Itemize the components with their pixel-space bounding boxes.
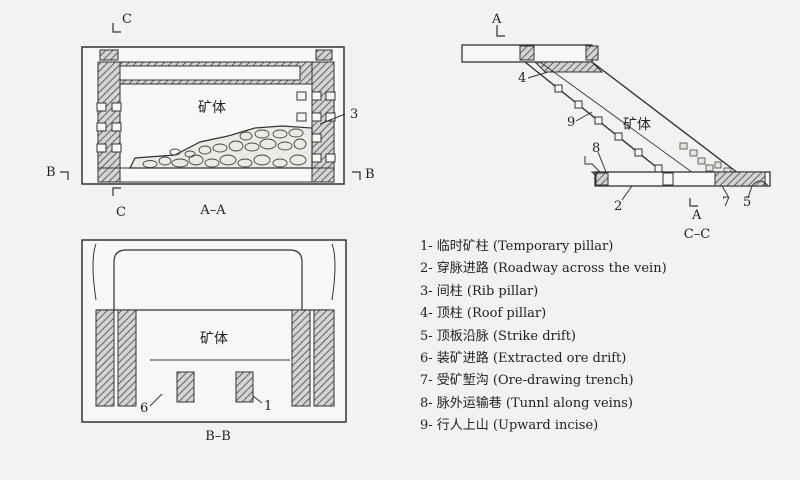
- cc-raise-steps: [584, 156, 602, 181]
- section-aa: 矿体 3 C C B B A–A: [46, 12, 375, 220]
- bb-callout-1-line: [252, 395, 263, 404]
- aa-cut-mark-bottom: [112, 187, 121, 196]
- cc-cut-label-top: A: [491, 12, 502, 27]
- cc-callout-8: 8: [592, 141, 600, 156]
- bb-callout-6: 6: [140, 401, 148, 416]
- cc-callout-2: 2: [614, 199, 622, 214]
- cc-title: C–C: [684, 227, 710, 242]
- bb-temp-pillar-right: [235, 371, 254, 403]
- cc-callout-5: 5: [743, 195, 751, 210]
- bb-ore-label: 矿体: [200, 331, 228, 347]
- section-bb: 矿体 6 1 B–B: [81, 239, 347, 444]
- cc-raise-openings: [554, 84, 663, 173]
- aa-title: A–A: [199, 203, 226, 218]
- aa-cut-label-left: B: [46, 165, 56, 180]
- aa-top-left-marker: [99, 49, 119, 61]
- bb-callout-6-line: [149, 393, 163, 407]
- section-cc: 矿体 A A 4 9 8 2 7 5 C–C: [461, 12, 771, 242]
- cc-cut-mark-bottom: [689, 198, 698, 207]
- aa-broken-ore-pile: [129, 125, 313, 169]
- legend-item-9: 9- 行人上山 (Upward incise): [420, 418, 599, 434]
- cc-bottom-pillar: [714, 171, 766, 187]
- cc-roof-pillar: [533, 61, 604, 73]
- cc-callout-9: 9: [567, 115, 575, 130]
- bb-right-curve: [331, 243, 336, 301]
- legend-item-1: 1- 临时矿柱 (Temporary pillar): [420, 239, 614, 254]
- legend-item-5: 5- 顶板沿脉 (Strike drift): [420, 328, 577, 344]
- aa-cut-label-right: B: [365, 167, 375, 182]
- cc-strike-drift-arc: [751, 180, 769, 187]
- cc-callout-lines: [527, 71, 753, 201]
- legend-item-2: 2- 穿脉进路 (Roadway across the vein): [420, 261, 667, 277]
- aa-right-rib-pillar: [311, 61, 335, 183]
- legend-item-6: 6- 装矿进路 (Extracted ore drift): [420, 351, 627, 367]
- bb-callout-1: 1: [264, 399, 272, 414]
- aa-cut-mark-right: [352, 171, 361, 180]
- aa-callout-3-line: [319, 113, 346, 125]
- legend-item-8: 8- 脉外运输巷 (Tunnl along veins): [420, 395, 633, 411]
- cc-bottom-mid-marker: [662, 172, 674, 186]
- cc-callout-7: 7: [722, 195, 730, 210]
- aa-left-raise-openings: [96, 102, 122, 153]
- cc-top-marker-right: [585, 45, 599, 61]
- aa-callout-3: 3: [350, 107, 358, 122]
- aa-cut-label-top: C: [122, 12, 132, 27]
- aa-roof-inner: [119, 65, 301, 81]
- cc-trench-ore: [679, 142, 732, 175]
- aa-ore-fragments: [142, 128, 307, 168]
- cc-cut-mark-top: [496, 25, 505, 37]
- cc-top-marker-left: [519, 45, 535, 61]
- bb-ore-outline: [113, 249, 303, 310]
- legend-item-7: 7- 受矿堑沟 (Ore-drawing trench): [420, 373, 634, 389]
- cc-ore-label: 矿体: [623, 117, 651, 133]
- legend: 1- 临时矿柱 (Temporary pillar) 2- 穿脉进路 (Road…: [420, 236, 790, 438]
- cc-bottom-left-marker: [595, 172, 609, 186]
- legend-item-4: 4- 顶柱 (Roof pillar): [420, 306, 547, 322]
- aa-cut-mark-left: [60, 171, 69, 180]
- bb-left-pillar-inner: [117, 309, 137, 407]
- cc-inner-line: [539, 61, 701, 179]
- cc-hangingwall-line: [591, 61, 756, 187]
- bb-left-curve: [92, 243, 97, 301]
- aa-left-rib-pillar: [97, 61, 121, 183]
- legend-item-3: 3- 间柱 (Rib pillar): [420, 283, 539, 299]
- aa-top-right-marker: [315, 49, 333, 61]
- aa-cut-mark-top: [112, 23, 121, 33]
- cc-callout-4: 4: [518, 71, 526, 86]
- bb-left-pillar-outer: [95, 309, 115, 407]
- bb-temp-pillar-left: [176, 371, 195, 403]
- aa-cut-label-bottom: C: [116, 205, 126, 220]
- bb-right-pillar-inner: [291, 309, 311, 407]
- aa-ore-label: 矿体: [198, 100, 226, 116]
- bb-right-pillar-outer: [313, 309, 335, 407]
- cc-cut-label-bottom: A: [691, 208, 702, 223]
- bb-title: B–B: [205, 429, 231, 444]
